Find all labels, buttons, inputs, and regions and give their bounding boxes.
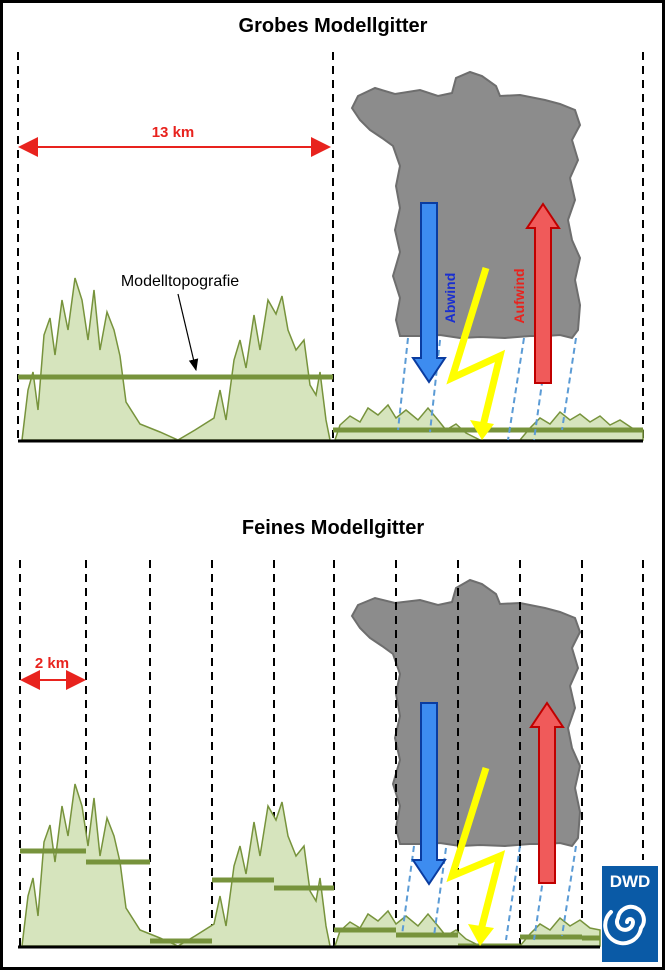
terrain-left — [21, 277, 331, 441]
downdraft-arrow — [411, 202, 447, 384]
dwd-logo: DWD — [602, 866, 658, 962]
precip-shafts — [397, 337, 577, 441]
downdraft-arrow-fine — [411, 702, 447, 886]
scale-label-2km: 2 km — [35, 655, 69, 672]
downdraft-label: Abwind — [442, 273, 458, 324]
precip-line — [397, 337, 409, 431]
updraft-label: Aufwind — [511, 268, 527, 323]
lightning-tip-fine — [468, 924, 494, 946]
dwd-swirl-icon — [603, 904, 646, 946]
scale-label-13km: 13 km — [152, 124, 195, 141]
precip-line — [561, 337, 577, 431]
bottom-panel: Feines Modellgitter 2 km — [18, 517, 644, 949]
precip-line — [561, 845, 577, 937]
precip-line — [533, 339, 549, 441]
terrain-left-fine — [21, 783, 331, 947]
fine-grid-lines — [19, 560, 644, 946]
updraft-arrow-fine — [529, 701, 565, 884]
top-panel-title: Grobes Modellgitter — [239, 15, 428, 37]
logo-text: DWD — [610, 872, 651, 891]
top-panel: Grobes Modellgitter 13 km Modelltopograf… — [17, 15, 644, 443]
lightning-tip — [470, 420, 494, 440]
lightning-bolt-fine — [446, 766, 506, 935]
precip-line — [507, 337, 525, 441]
topography-label: Modelltopografie — [121, 273, 239, 290]
topography-pointer — [177, 293, 199, 372]
thunderstorm-cloud — [350, 70, 582, 340]
updraft-arrow — [525, 202, 561, 384]
precip-line — [429, 339, 441, 433]
bottom-panel-title: Feines Modellgitter — [242, 517, 424, 539]
precip-line — [505, 845, 521, 941]
lightning-bolt — [446, 266, 506, 431]
precip-line — [401, 845, 415, 936]
thunderstorm-cloud-fine — [350, 578, 582, 848]
